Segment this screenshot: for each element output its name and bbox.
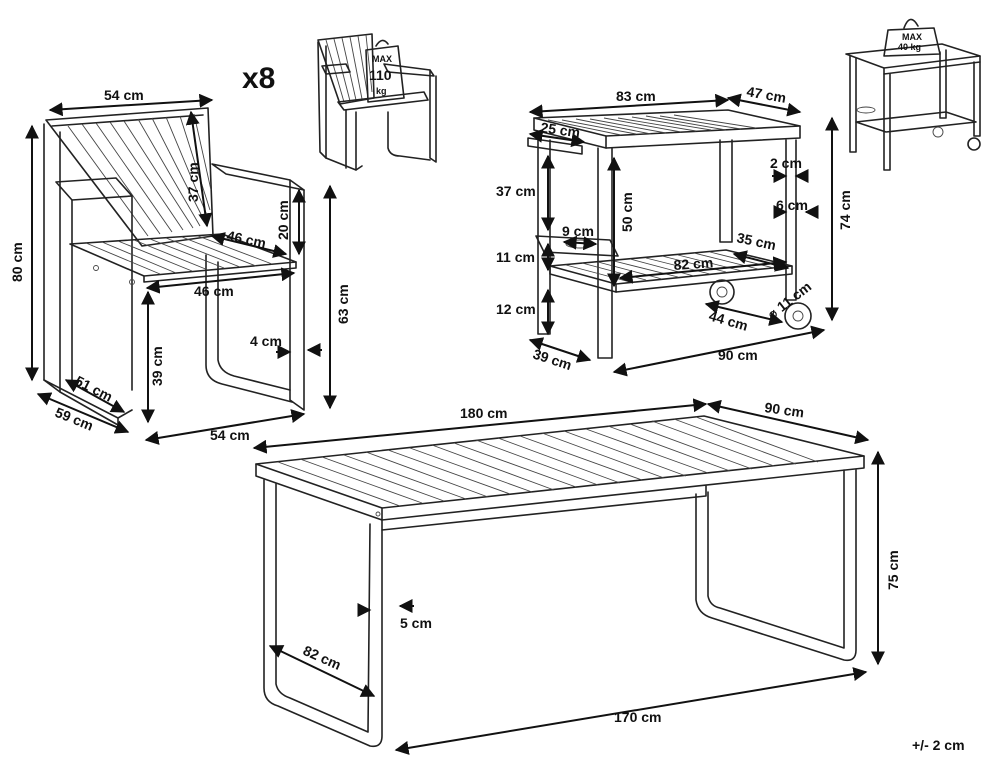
chair-seat-depth-label: 46 cm bbox=[225, 227, 267, 251]
chair-max-value: 110 bbox=[369, 67, 392, 83]
chair-total-height-label: 80 cm bbox=[9, 242, 25, 282]
cart-shelf-height-label: 11 cm bbox=[496, 249, 535, 265]
chair-frame-thickness-label: 4 cm bbox=[250, 333, 282, 349]
cart-handle-label: 25 cm bbox=[540, 119, 582, 140]
cart-holder-label: 9 cm bbox=[562, 223, 594, 239]
table-height-label: 75 cm bbox=[885, 550, 901, 590]
tolerance-note: +/- 2 cm bbox=[912, 737, 965, 753]
table-length-label: 180 cm bbox=[460, 405, 507, 421]
cart-top-to-shelf-label: 37 cm bbox=[496, 183, 536, 199]
cart-shelf-length-label: 82 cm bbox=[673, 254, 714, 273]
table-drawing bbox=[255, 415, 865, 748]
table-width-label: 90 cm bbox=[764, 399, 806, 420]
cart-thumbnail: MAX 40 kg bbox=[845, 18, 981, 171]
cart-base-depth-label: 39 cm bbox=[531, 346, 574, 373]
chair-arm-height-label: 63 cm bbox=[335, 284, 351, 324]
chair-seat-height-label: 39 cm bbox=[149, 346, 165, 386]
table-inner-length-label: 170 cm bbox=[614, 709, 661, 725]
cart-length-label: 83 cm bbox=[616, 88, 656, 104]
cart-dimension-lines bbox=[528, 93, 839, 377]
chair-backrest-height-label: 37 cm bbox=[185, 162, 201, 202]
chair-max-unit: kg bbox=[376, 86, 387, 96]
chair-thumbnail: MAX 110 kg bbox=[317, 33, 437, 171]
table-leg-thickness-label: 5 cm bbox=[400, 615, 432, 631]
cart-total-height-label: 74 cm bbox=[837, 190, 853, 230]
chair-max-label: MAX bbox=[372, 54, 392, 64]
table-dimension-lines bbox=[252, 398, 885, 755]
cart-depth-top-label: 47 cm bbox=[745, 83, 787, 106]
chair-base-width-label: 54 cm bbox=[210, 427, 250, 443]
cart-leg-height-label: 50 cm bbox=[619, 192, 635, 232]
cart-total-length-label: 90 cm bbox=[718, 347, 758, 363]
chair-seat-width-label: 46 cm bbox=[194, 283, 234, 299]
cart-max-label: MAX bbox=[902, 32, 922, 42]
chair-dimension-lines bbox=[25, 93, 337, 445]
quantity-label: x8 bbox=[242, 62, 275, 95]
chair-armrest-height-label: 20 cm bbox=[275, 200, 291, 240]
chair-width-top-label: 54 cm bbox=[104, 87, 144, 103]
chair-leg-depth-label: 51 cm bbox=[73, 372, 116, 404]
cart-wheelbase-label: 44 cm bbox=[707, 308, 750, 334]
cart-max-value: 40 kg bbox=[898, 42, 921, 52]
cart-frame-width-label: 6 cm bbox=[776, 197, 808, 213]
table-leg-depth-label: 82 cm bbox=[301, 642, 344, 673]
cart-wheel-label: ⌀ 11 cm bbox=[764, 278, 814, 322]
cart-shelf-depth-label: 35 cm bbox=[735, 229, 777, 253]
table-labels: 180 cm 90 cm 75 cm 5 cm 82 cm 170 cm bbox=[301, 399, 901, 725]
cart-leg-thickness-label: 2 cm bbox=[770, 155, 802, 171]
cart-clearance-label: 12 cm bbox=[496, 301, 536, 317]
